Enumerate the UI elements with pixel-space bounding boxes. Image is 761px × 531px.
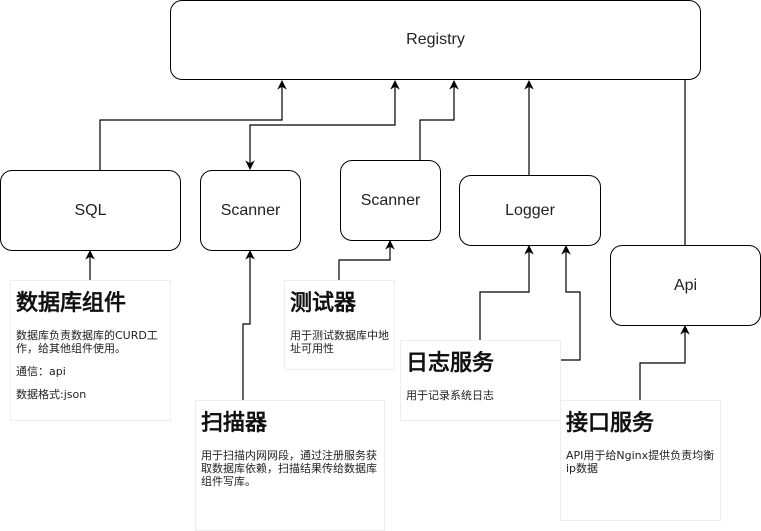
logger-label: Logger: [505, 201, 555, 219]
edge-scanner2-registry: [419, 80, 459, 160]
scanner-note: 扫描器 用于扫描内网网段，通过注册服务获取数据库依赖，扫描结果传给数据库组件写库…: [195, 400, 385, 531]
tester-note-title: 测试器: [290, 291, 357, 316]
edge-scannernote-scanner: [242, 250, 255, 400]
registry-label: Registry: [406, 31, 465, 48]
edge-testernote-scanner2: [338, 240, 395, 280]
scanner-node[interactable]: Scanner: [200, 170, 301, 251]
scanner2-node[interactable]: Scanner: [340, 160, 441, 241]
db-note: 数据库组件 数据库负责数据库的CURD工作，给其他组件使用。 通信：api 数据…: [10, 280, 171, 421]
iface-note-text: API用于给Nginx提供负责均衡ip数据: [566, 449, 715, 475]
sql-node[interactable]: SQL: [0, 170, 181, 251]
scanner2-label: Scanner: [360, 191, 421, 209]
api-node[interactable]: Api: [610, 245, 761, 326]
tester-note: 测试器 用于测试数据库中地址可用性: [284, 280, 395, 370]
tester-note-text: 用于测试数据库中地址可用性: [290, 329, 389, 355]
edge-lognote-logger-1: [479, 245, 534, 340]
db-note-text: 数据库负责数据库的CURD工作，给其他组件使用。: [16, 329, 158, 355]
iface-note: 接口服务 API用于给Nginx提供负责均衡ip数据: [560, 400, 721, 521]
db-note-text: 数据格式:json: [16, 388, 87, 401]
scanner-label: Scanner: [220, 201, 281, 219]
registry-node[interactable]: Registry: [170, 0, 701, 80]
logger-node[interactable]: Logger: [459, 175, 601, 246]
db-note-title: 数据库组件: [16, 291, 127, 316]
api-label: Api: [673, 276, 698, 294]
edge-lognote-logger-2: [560, 245, 581, 361]
edge-scanner-registry: [245, 80, 400, 170]
db-note-text: 通信：api: [16, 365, 66, 378]
scanner-note-title: 扫描器: [201, 411, 268, 436]
log-note-text: 用于记录系统日志: [406, 389, 494, 402]
log-note-title: 日志服务: [406, 351, 495, 376]
sql-label: SQL: [74, 201, 107, 219]
iface-note-title: 接口服务: [566, 411, 655, 436]
edge-ifacenote-api: [639, 325, 690, 400]
log-note: 日志服务 用于记录系统日志: [400, 340, 561, 421]
scanner-note-text: 用于扫描内网网段，通过注册服务获取数据库依赖，扫描结果传给数据库组件写库。: [201, 449, 377, 488]
